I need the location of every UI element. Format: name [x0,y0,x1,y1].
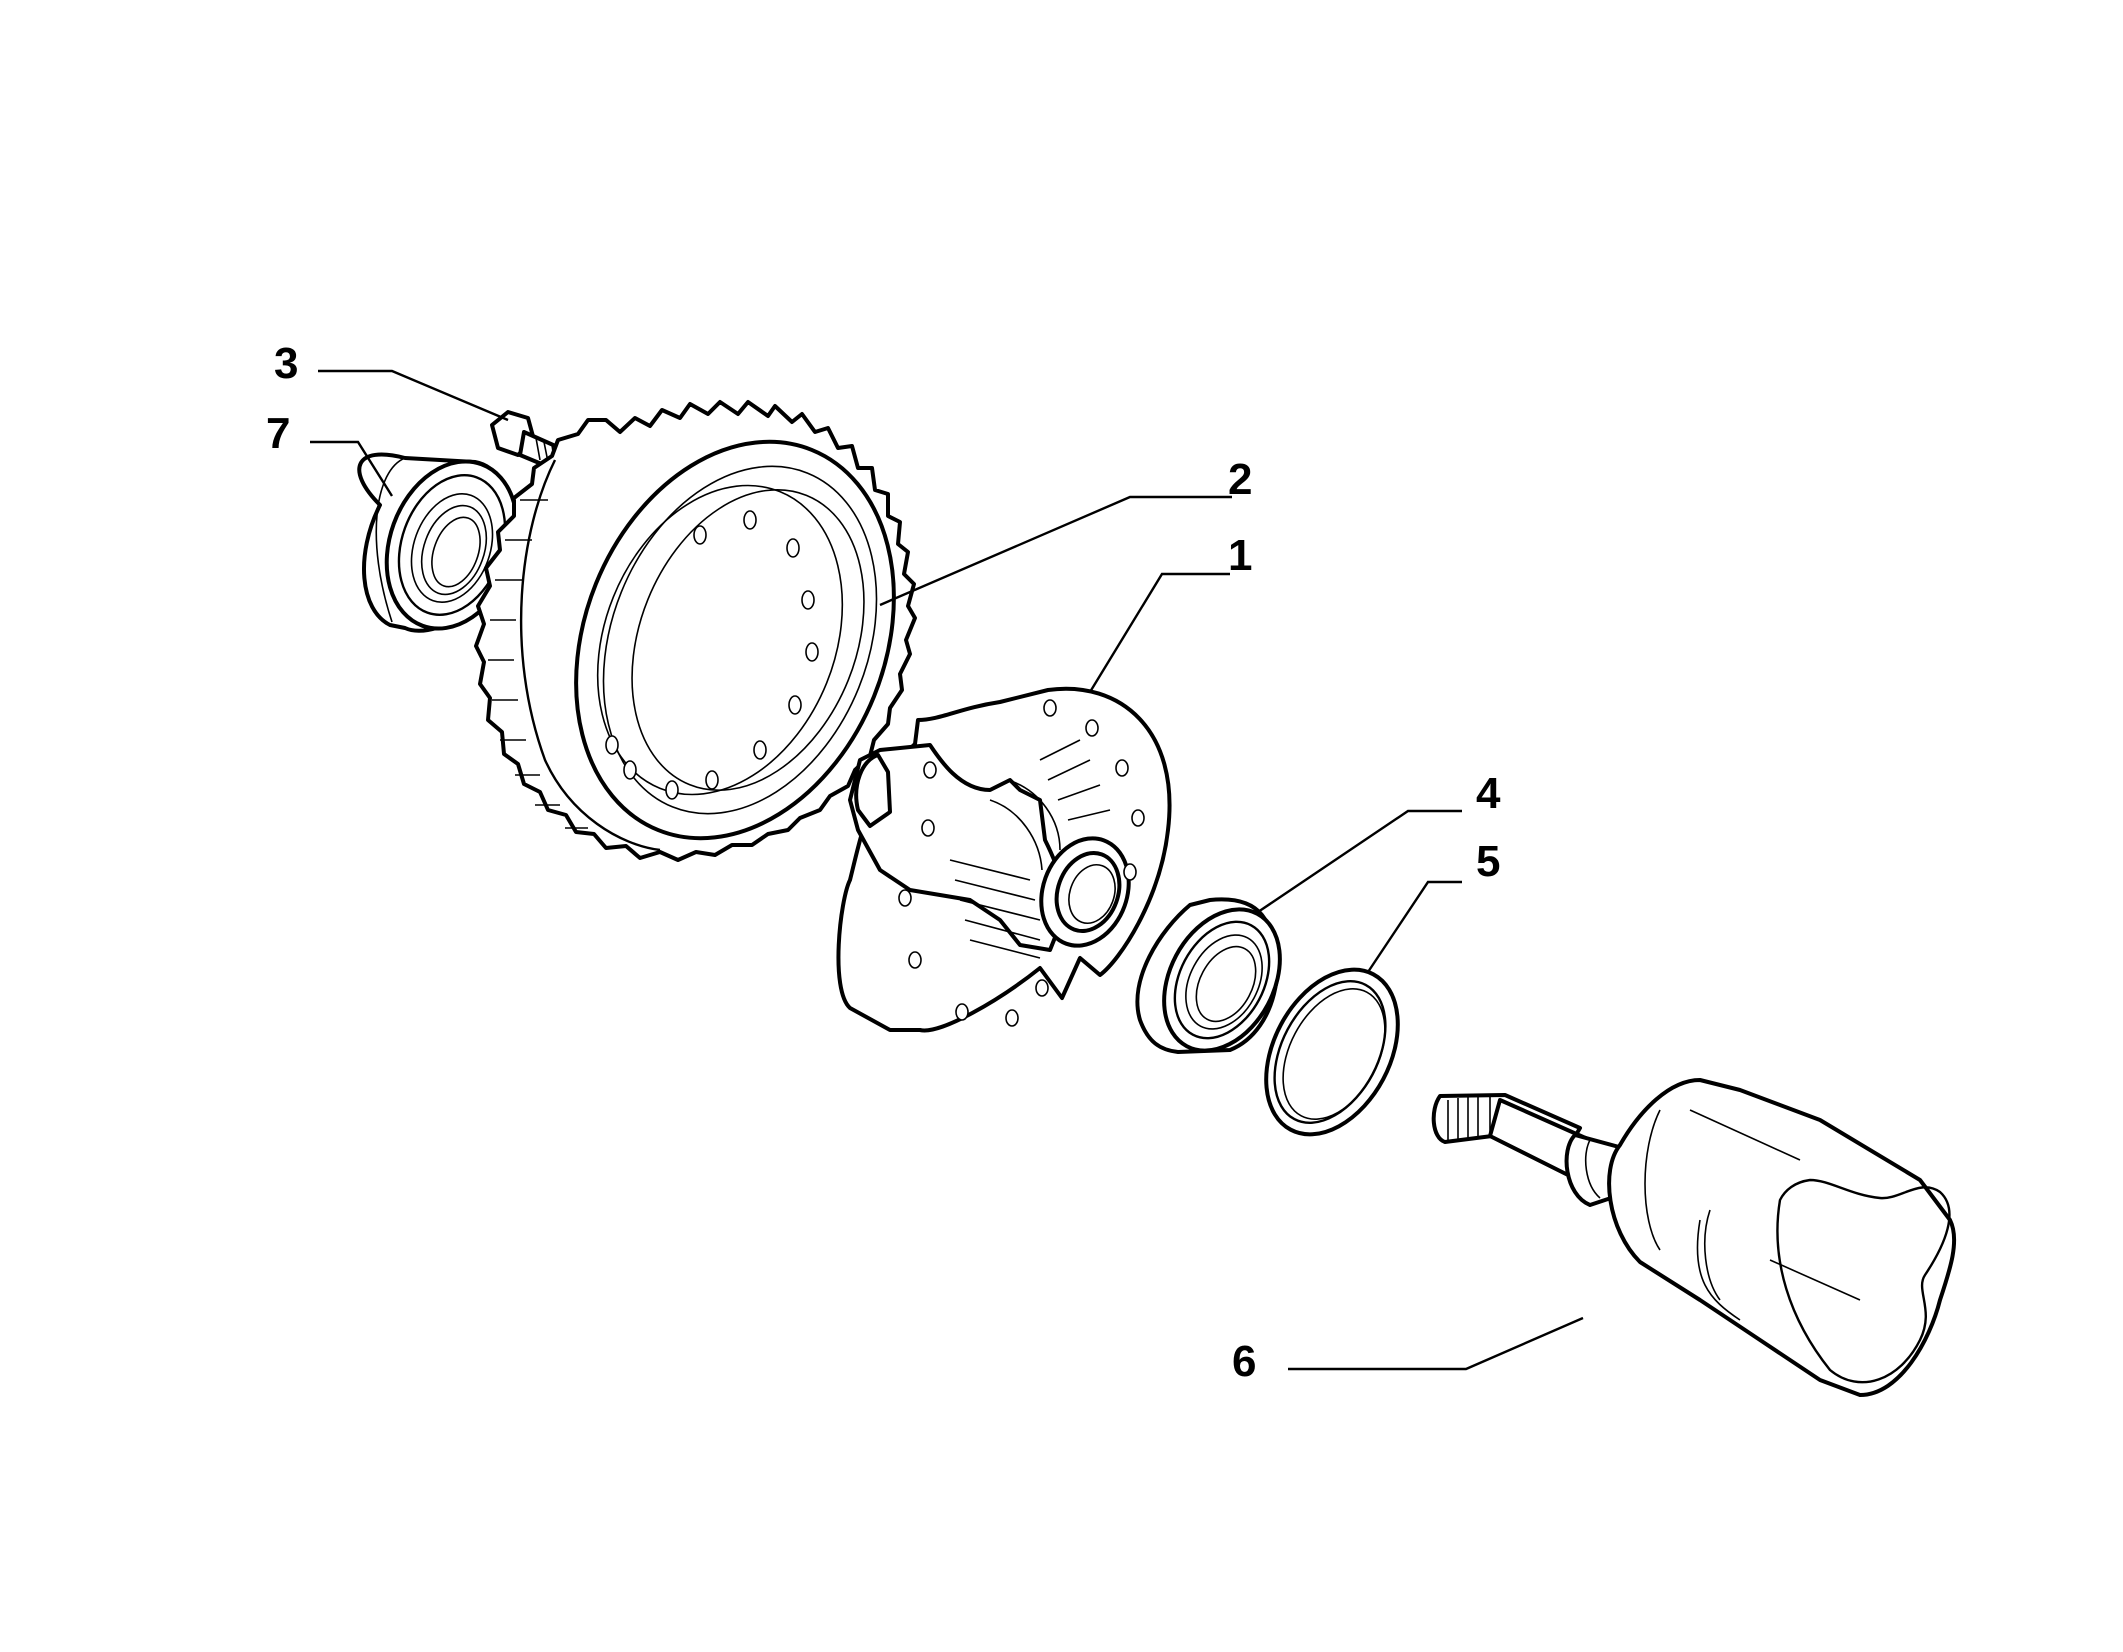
part-7-bearing [357,452,520,633]
part-4-bearing [1135,897,1282,1054]
callout-6: 6 [1232,1337,1256,1386]
part-2-ring-gear [474,400,917,862]
leader-line-2 [879,495,1232,607]
callout-5: 5 [1476,837,1500,886]
callout-numbers: 3 7 2 1 4 5 6 [266,339,1501,1386]
leader-line-4 [1257,809,1462,913]
callout-7: 7 [266,409,290,458]
callout-2: 2 [1228,455,1252,504]
part-6-drive-shaft-joint [1431,1078,1957,1397]
part-1-differential-housing [836,686,1172,1033]
leader-lines [310,369,1584,1371]
callout-4: 4 [1476,769,1501,818]
leader-line-5 [1367,880,1462,973]
part-5-seal-ring [1264,967,1400,1137]
leader-line-3 [318,369,509,422]
leader-line-7 [310,440,394,497]
leader-line-1 [1088,572,1230,693]
callout-3: 3 [274,339,298,388]
leader-line-6 [1288,1316,1584,1371]
callout-1: 1 [1228,531,1252,580]
